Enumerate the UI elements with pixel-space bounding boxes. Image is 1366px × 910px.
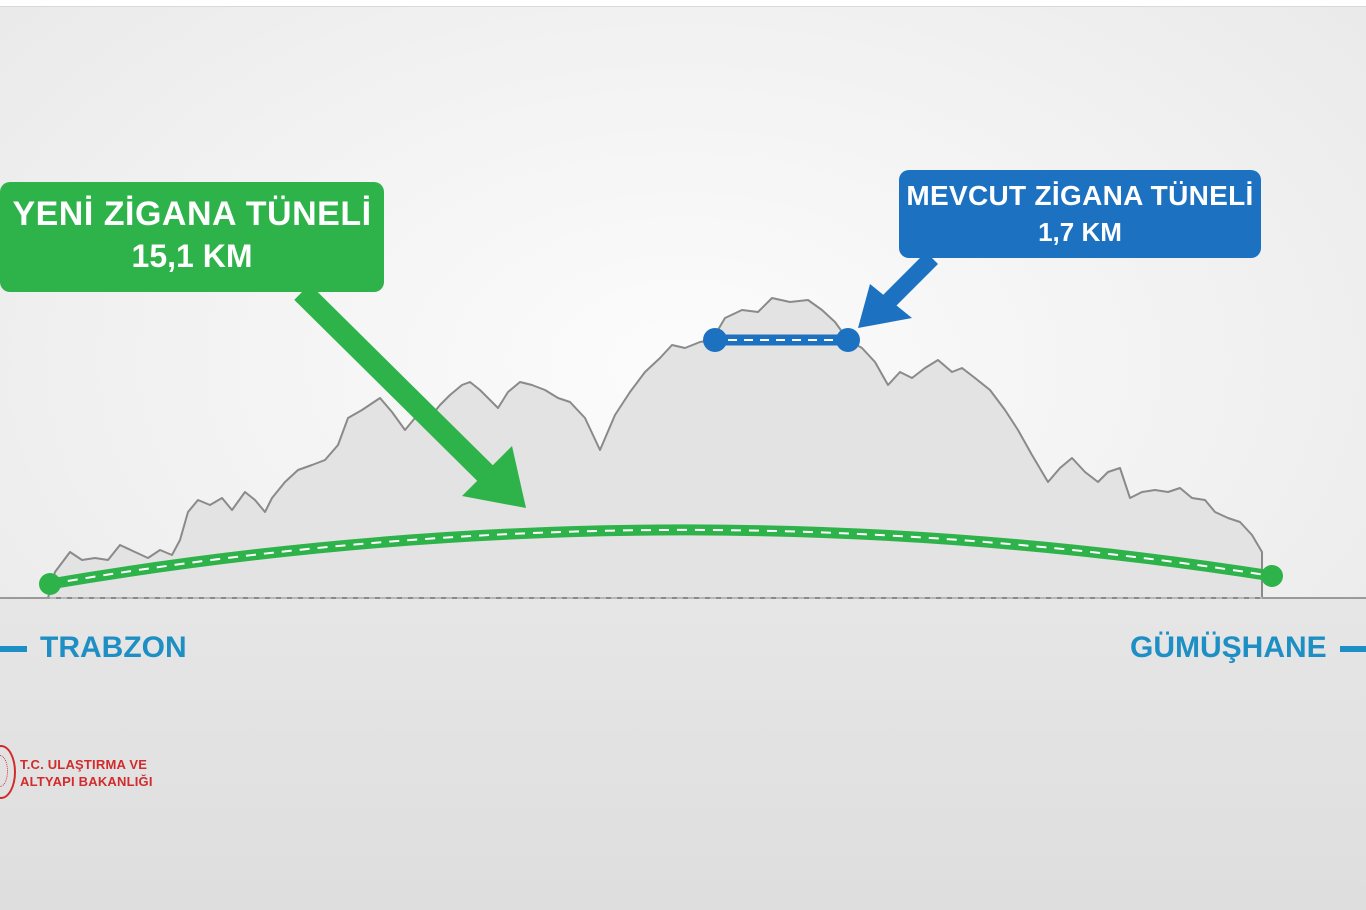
new-tunnel-start-dot xyxy=(39,573,61,595)
existing-tunnel-arrow-head xyxy=(858,284,912,328)
existing-tunnel-title: MEVCUT ZİGANA TÜNELİ xyxy=(906,180,1254,211)
logo-text-line-1: T.C. ULAŞTIRMA VE xyxy=(20,757,148,772)
existing-tunnel-callout: MEVCUT ZİGANA TÜNELİ 1,7 KM xyxy=(899,170,1261,258)
city-label-trabzon: TRABZON xyxy=(40,631,187,664)
existing-tunnel-arrow-shaft xyxy=(877,251,939,313)
ministry-emblem-icon xyxy=(0,745,16,799)
logo-text-line-2: ALTYAPI BAKANLIĞI xyxy=(20,774,153,789)
existing-tunnel-start-dot xyxy=(703,328,727,352)
city-label-gumushane: GÜMÜŞHANE xyxy=(1130,631,1327,664)
left-endpoint-marker xyxy=(0,646,27,652)
existing-tunnel-end-dot xyxy=(836,328,860,352)
ministry-logo: T.C. ULAŞTIRMA VE ALTYAPI BAKANLIĞI xyxy=(0,745,200,799)
existing-tunnel-length: 1,7 KM xyxy=(1038,217,1122,247)
mountain-silhouette xyxy=(0,297,1263,599)
new-tunnel-dash xyxy=(49,528,1273,585)
right-endpoint-marker xyxy=(1340,646,1366,652)
new-tunnel-callout: YENİ ZİGANA TÜNELİ 15,1 KM xyxy=(0,182,384,292)
new-tunnel-end-dot xyxy=(1261,565,1283,587)
new-tunnel-arrow-head xyxy=(462,446,526,508)
new-tunnel-arrow-shaft xyxy=(294,284,496,484)
new-tunnel-title: YENİ ZİGANA TÜNELİ xyxy=(12,195,372,233)
ground-area xyxy=(0,598,1366,910)
new-tunnel-length: 15,1 KM xyxy=(131,238,253,274)
top-border xyxy=(0,0,1366,7)
